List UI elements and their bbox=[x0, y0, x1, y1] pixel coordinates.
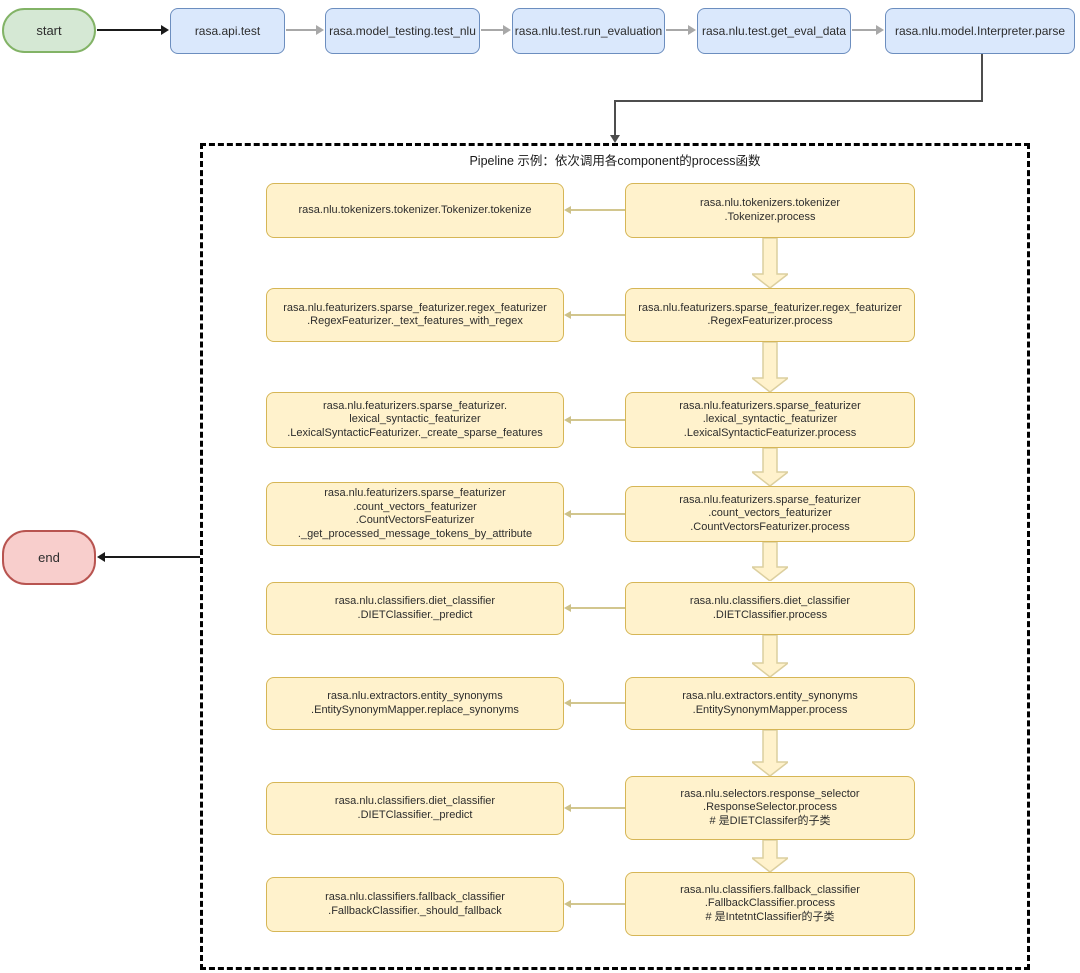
edge-run-evaluation-to-get-eval-data bbox=[666, 29, 688, 31]
pipeline-left-node: rasa.nlu.classifiers.diet_classifier .DI… bbox=[266, 782, 564, 835]
pipeline-left-node: rasa.nlu.classifiers.fallback_classifier… bbox=[266, 877, 564, 932]
pipeline-title: Pipeline 示例：依次调用各component的process函数 bbox=[469, 154, 761, 168]
node-model-testing-test-nlu: rasa.model_testing.test_nlu bbox=[325, 8, 480, 54]
pipeline-right-node: rasa.nlu.tokenizers.tokenizer .Tokenizer… bbox=[625, 183, 915, 238]
edge-test-nlu-to-run-evaluation bbox=[481, 29, 503, 31]
pipeline-right-node: rasa.nlu.extractors.entity_synonyms .Ent… bbox=[625, 677, 915, 730]
pipeline-left-node: rasa.nlu.tokenizers.tokenizer.Tokenizer.… bbox=[266, 183, 564, 238]
block-arrow-down-icon bbox=[752, 730, 788, 776]
arrowhead-left-icon bbox=[564, 311, 571, 319]
pipeline-left-node: rasa.nlu.featurizers.sparse_featurizer .… bbox=[266, 482, 564, 546]
node-interpreter-parse: rasa.nlu.model.Interpreter.parse bbox=[885, 8, 1075, 54]
edge-parse-to-pipeline-segment bbox=[981, 54, 983, 101]
block-arrow-down-icon bbox=[752, 238, 788, 288]
arrowhead-right-icon bbox=[688, 25, 696, 35]
arrowhead-left-icon bbox=[564, 804, 571, 812]
pipeline-container bbox=[200, 143, 1030, 970]
pipeline-right-node: rasa.nlu.selectors.response_selector .Re… bbox=[625, 776, 915, 840]
start-node: start bbox=[2, 8, 96, 53]
arrowhead-right-icon bbox=[876, 25, 884, 35]
block-arrow-down-icon bbox=[752, 448, 788, 486]
arrowhead-left-icon bbox=[564, 604, 571, 612]
pipeline-right-node: rasa.nlu.featurizers.sparse_featurizer .… bbox=[625, 486, 915, 542]
pipeline-left-node: rasa.nlu.extractors.entity_synonyms .Ent… bbox=[266, 677, 564, 730]
edge-process-to-impl bbox=[571, 702, 625, 704]
edge-get-eval-data-to-interpreter-parse bbox=[852, 29, 876, 31]
node-run-evaluation: rasa.nlu.test.run_evaluation bbox=[512, 8, 665, 54]
edge-api-test-to-test-nlu bbox=[286, 29, 316, 31]
end-node: end bbox=[2, 530, 96, 585]
block-arrow-down-icon bbox=[752, 635, 788, 677]
arrowhead-left-icon bbox=[564, 510, 571, 518]
arrowhead-right-icon bbox=[161, 25, 169, 35]
pipeline-left-node: rasa.nlu.featurizers.sparse_featurizer.r… bbox=[266, 288, 564, 342]
edge-process-to-impl bbox=[571, 419, 625, 421]
arrowhead-right-icon bbox=[503, 25, 511, 35]
arrowhead-left-icon bbox=[564, 900, 571, 908]
node-rasa-api-test: rasa.api.test bbox=[170, 8, 285, 54]
pipeline-left-node: rasa.nlu.featurizers.sparse_featurizer. … bbox=[266, 392, 564, 448]
edge-process-to-impl bbox=[571, 807, 625, 809]
edge-pipeline-to-end bbox=[105, 556, 200, 558]
pipeline-right-node: rasa.nlu.classifiers.fallback_classifier… bbox=[625, 872, 915, 936]
arrowhead-left-icon bbox=[564, 699, 571, 707]
block-arrow-down-icon bbox=[752, 342, 788, 392]
edge-start-to-api-test bbox=[97, 29, 161, 31]
arrowhead-down-icon bbox=[610, 135, 620, 143]
arrowhead-left-icon bbox=[97, 552, 105, 562]
pipeline-left-node: rasa.nlu.classifiers.diet_classifier .DI… bbox=[266, 582, 564, 635]
edge-parse-to-pipeline-segment bbox=[615, 100, 983, 102]
edge-parse-to-pipeline-segment bbox=[614, 100, 616, 136]
arrowhead-left-icon bbox=[564, 416, 571, 424]
node-get-eval-data: rasa.nlu.test.get_eval_data bbox=[697, 8, 851, 54]
edge-process-to-impl bbox=[571, 209, 625, 211]
edge-process-to-impl bbox=[571, 607, 625, 609]
pipeline-right-node: rasa.nlu.featurizers.sparse_featurizer .… bbox=[625, 392, 915, 448]
edge-process-to-impl bbox=[571, 903, 625, 905]
arrowhead-right-icon bbox=[316, 25, 324, 35]
edge-process-to-impl bbox=[571, 513, 625, 515]
edge-process-to-impl bbox=[571, 314, 625, 316]
pipeline-right-node: rasa.nlu.featurizers.sparse_featurizer.r… bbox=[625, 288, 915, 342]
block-arrow-down-icon bbox=[752, 542, 788, 581]
block-arrow-down-icon bbox=[752, 840, 788, 872]
arrowhead-left-icon bbox=[564, 206, 571, 214]
pipeline-right-node: rasa.nlu.classifiers.diet_classifier .DI… bbox=[625, 582, 915, 635]
